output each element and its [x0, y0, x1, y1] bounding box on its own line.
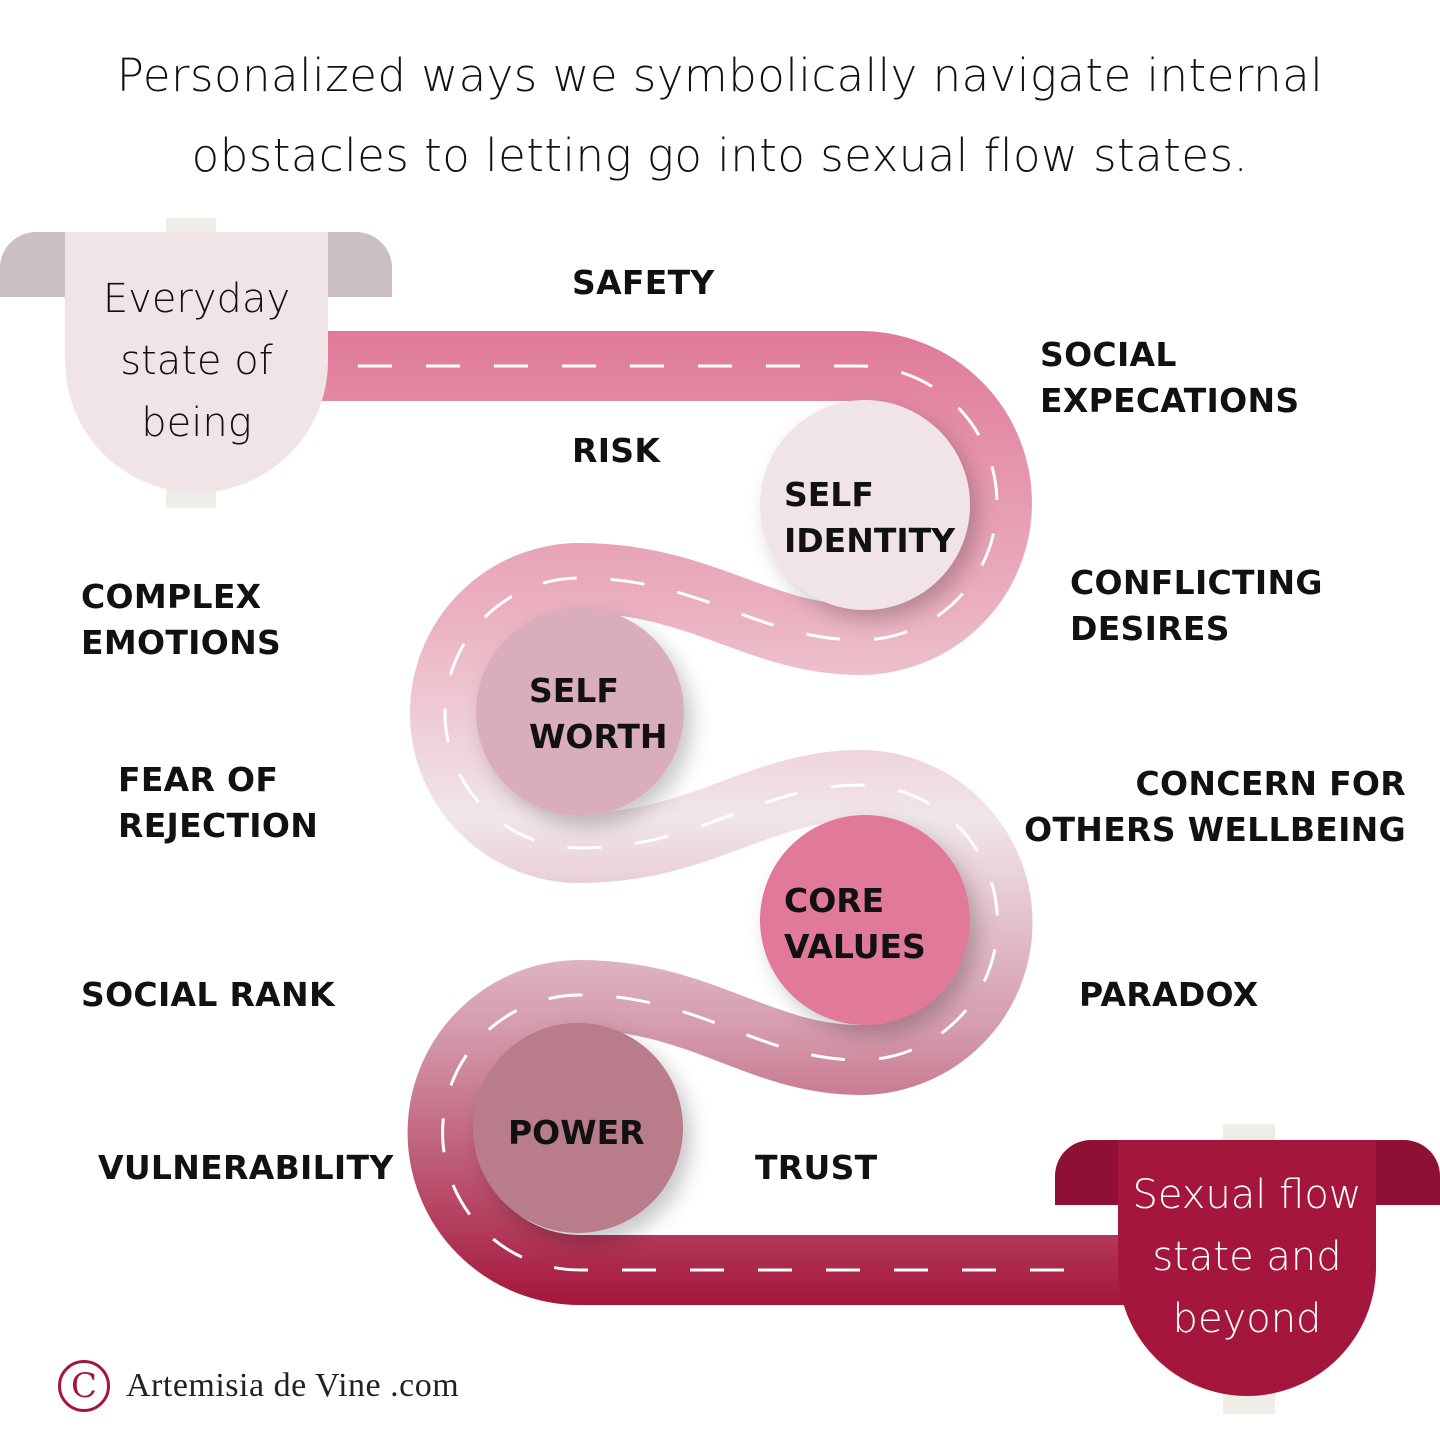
start-banner-line: state of	[120, 338, 273, 384]
circle-self-worth	[476, 608, 684, 816]
core-values-label: CORE VALUES	[784, 878, 926, 970]
label-conflicting-desires: CONFLICTING DESIRES	[1070, 560, 1323, 652]
circle-text: IDENTITY	[784, 521, 956, 560]
end-banner-line: state and	[1152, 1234, 1342, 1280]
start-banner-shape	[0, 232, 392, 493]
label-line: EXPECATIONS	[1040, 381, 1300, 420]
label-social-expectations: SOCIAL EXPECATIONS	[1040, 332, 1299, 424]
circle-text: SELF	[784, 475, 874, 514]
circle-text: CORE	[784, 881, 885, 920]
circle-self-identity	[760, 400, 970, 610]
copyright-icon: C	[58, 1360, 110, 1412]
footer: C Artemisia de Vine .com	[58, 1360, 459, 1412]
circle-text: SELF	[529, 671, 619, 710]
circle-text: POWER	[508, 1113, 645, 1152]
label-line: REJECTION	[118, 806, 319, 845]
start-banner-label: Everyday state of being	[65, 268, 328, 454]
label-safety: SAFETY	[572, 263, 715, 302]
label-concern-for-others: CONCERN FOR OTHERS WELLBEING	[1024, 761, 1406, 853]
label-line: SOCIAL	[1040, 335, 1177, 374]
label-vulnerability: VULNERABILITY	[98, 1148, 394, 1187]
end-banner-label: Sexual flow state and beyond	[1118, 1164, 1376, 1350]
circle-text: VALUES	[784, 927, 926, 966]
self-identity-label: SELF IDENTITY	[784, 472, 955, 564]
page-title: Personalized ways we symbolically naviga…	[0, 36, 1440, 196]
self-worth-label: SELF WORTH	[529, 668, 668, 760]
circle-text: WORTH	[529, 717, 668, 756]
start-banner-line: Everyday	[102, 276, 291, 322]
end-banner-line: Sexual flow	[1132, 1172, 1362, 1218]
label-trust: TRUST	[755, 1148, 878, 1187]
title-line-2: obstacles to letting go into sexual flow…	[191, 129, 1249, 182]
start-banner-line: being	[141, 400, 252, 446]
label-line: COMPLEX	[81, 577, 262, 616]
label-social-rank: SOCIAL RANK	[81, 975, 335, 1014]
end-banner-line: beyond	[1172, 1296, 1322, 1342]
label-line: FEAR OF	[118, 760, 279, 799]
title-line-1: Personalized ways we symbolically naviga…	[116, 49, 1324, 102]
label-line: DESIRES	[1070, 609, 1230, 648]
end-banner-shape	[1055, 1140, 1440, 1396]
label-fear-of-rejection: FEAR OF REJECTION	[118, 757, 318, 849]
label-risk: RISK	[572, 431, 661, 470]
label-line: CONFLICTING	[1070, 563, 1323, 602]
label-line: EMOTIONS	[81, 623, 282, 662]
circle-power	[473, 1023, 683, 1233]
site-name: Artemisia de Vine .com	[126, 1367, 460, 1404]
circle-core-values	[760, 815, 970, 1025]
label-line: CONCERN FOR	[1135, 764, 1406, 803]
label-paradox: PARADOX	[1079, 975, 1259, 1014]
label-complex-emotions: COMPLEX EMOTIONS	[81, 574, 281, 666]
road	[320, 331, 1130, 1305]
power-label: POWER	[508, 1110, 645, 1156]
label-line: OTHERS WELLBEING	[1024, 810, 1406, 849]
